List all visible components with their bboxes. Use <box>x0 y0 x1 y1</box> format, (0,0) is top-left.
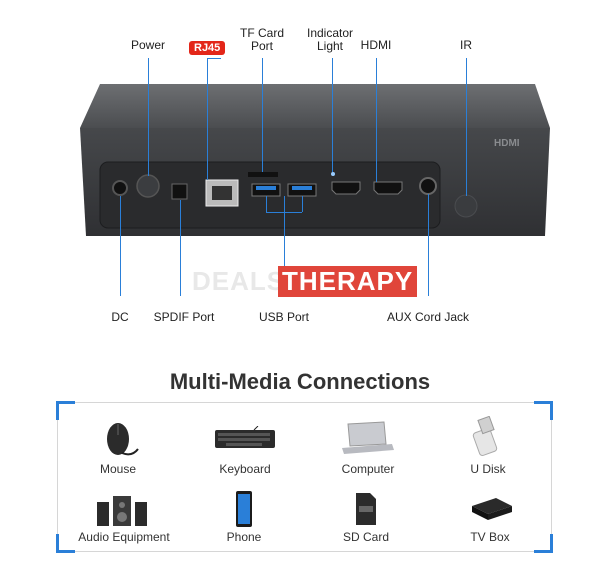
hdmi-port-2 <box>373 181 403 195</box>
keyboard-icon <box>215 426 275 448</box>
svg-text:HDMI: HDMI <box>494 138 520 149</box>
item-label-phone: Phone <box>226 530 262 544</box>
ir-callout-line <box>466 58 467 196</box>
power-button <box>136 174 160 198</box>
usb-callout-line <box>284 196 285 296</box>
rj45-callout-line <box>207 58 208 180</box>
item-label-tv-box: TV Box <box>470 530 510 544</box>
item-label-audio: Audio Equipment <box>78 530 170 544</box>
aux-jack <box>419 177 437 195</box>
indicator-callout-line <box>332 58 333 172</box>
dc-callout-line <box>120 196 121 296</box>
usb-label: USB Port <box>258 310 309 324</box>
dock-device-illustration: HDMI <box>80 84 550 236</box>
sd-card-icon <box>356 493 376 525</box>
power-label: Power <box>130 38 165 52</box>
rj45-badge: RJ45 <box>189 41 226 55</box>
dc-label: DC <box>111 310 129 324</box>
connections-panel <box>56 401 553 553</box>
power-callout-line <box>148 58 149 176</box>
hdmi-port-1 <box>331 181 361 195</box>
tv-box-icon <box>472 498 512 520</box>
item-label-mouse: Mouse <box>99 462 137 476</box>
item-label-u-disk: U Disk <box>470 462 506 476</box>
section-title: Multi-Media Connections <box>169 369 431 394</box>
phone-icon <box>236 491 252 527</box>
item-label-sd-card: SD Card <box>342 530 389 544</box>
hdmi-label: HDMI <box>360 38 392 52</box>
item-label-computer: Computer <box>341 462 395 476</box>
hdmi-callout-line <box>376 58 377 182</box>
dc-port <box>112 180 128 196</box>
tf-card-slot <box>248 172 278 177</box>
mouse-icon <box>107 423 139 456</box>
usb-disk-icon <box>472 416 498 457</box>
laptop-icon <box>342 421 394 454</box>
spdif-callout-line <box>180 200 181 296</box>
ir-window <box>454 194 478 218</box>
spdif-label: SPDIF Port <box>153 310 215 324</box>
spdif-port <box>171 183 188 200</box>
item-label-keyboard: Keyboard <box>219 462 271 476</box>
aux-label: AUX Cord Jack <box>386 310 470 324</box>
ir-label: IR <box>460 38 472 52</box>
indicator-light <box>331 172 335 176</box>
tf-card-callout-line <box>262 58 263 172</box>
watermark-right: THERAPY <box>278 266 418 297</box>
watermark-left: DEALS <box>192 266 286 296</box>
speaker-icon <box>97 496 147 526</box>
aux-callout-line <box>428 194 429 296</box>
